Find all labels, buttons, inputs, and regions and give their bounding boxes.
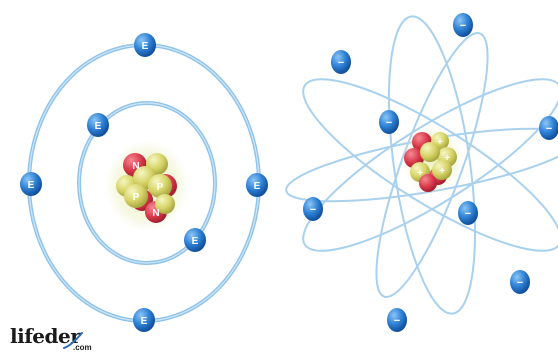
- rutherford-electron: −: [539, 116, 558, 140]
- neutron: [419, 174, 437, 192]
- svg-text:−: −: [338, 57, 344, 69]
- proton-label: +: [439, 166, 445, 177]
- svg-text:−: −: [517, 277, 523, 289]
- bohr-inner-orbit-highlight: [78, 102, 216, 264]
- bohr-electron: E: [184, 228, 206, 252]
- rutherford-electron: −: [458, 201, 478, 225]
- neutron-label: N: [132, 161, 139, 172]
- bohr-electron: E: [20, 172, 42, 196]
- bohr-nucleus: N P P N: [105, 140, 189, 232]
- rutherford-nucleus: + + + +: [402, 126, 462, 194]
- rutherford-electron: −: [453, 13, 473, 37]
- proton-label: +: [417, 168, 423, 179]
- rutherford-electron: −: [331, 50, 351, 74]
- svg-text:E: E: [142, 41, 149, 52]
- svg-text:−: −: [460, 20, 466, 32]
- proton-label: +: [444, 153, 450, 164]
- bohr-electron: E: [133, 308, 155, 332]
- rutherford-electron: −: [387, 308, 407, 332]
- proton-label: P: [133, 192, 140, 203]
- rutherford-electron: −: [510, 270, 530, 294]
- proton: [155, 194, 175, 214]
- svg-text:E: E: [28, 180, 35, 191]
- svg-text:−: −: [310, 204, 316, 216]
- rutherford-orbit: [302, 78, 558, 252]
- rutherford-orbit: [387, 15, 477, 315]
- svg-text:−: −: [465, 208, 471, 220]
- svg-text:E: E: [254, 181, 261, 192]
- proton: [432, 160, 452, 180]
- neutron-label: N: [152, 208, 159, 219]
- bohr-electron: E: [87, 113, 109, 137]
- bohr-electron: E: [246, 173, 268, 197]
- rutherford-electron: −: [303, 197, 323, 221]
- proton-label: +: [437, 137, 443, 148]
- logo-suffix: .com: [73, 343, 92, 352]
- svg-text:−: −: [546, 123, 552, 135]
- rutherford-model: + + + + − − − − − −: [285, 13, 558, 332]
- proton: [148, 174, 172, 198]
- proton: [124, 184, 148, 208]
- bohr-model: N P P N E E E E E E: [20, 33, 268, 332]
- proton-label: P: [157, 182, 164, 193]
- svg-text:−: −: [386, 117, 392, 129]
- logo-swoosh-icon: [63, 332, 83, 349]
- lifeder-logo: lifeder: [10, 324, 81, 348]
- svg-text:E: E: [141, 316, 148, 327]
- proton: [420, 142, 440, 162]
- bohr-electron: E: [134, 33, 156, 57]
- svg-text:−: −: [394, 315, 400, 327]
- svg-text:E: E: [192, 236, 199, 247]
- svg-text:E: E: [95, 121, 102, 132]
- rutherford-electron: −: [379, 110, 399, 134]
